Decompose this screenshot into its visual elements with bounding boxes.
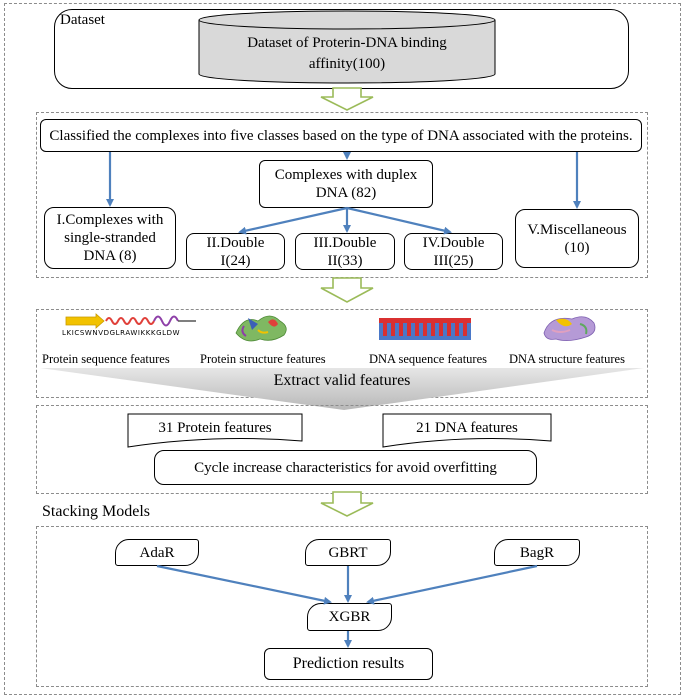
single-line3: DNA (8) [83,248,137,264]
single-line2: single-stranded [64,230,156,246]
adar-model-node: AdaR [115,539,199,566]
classification-header-box: Classified the complexes into five class… [40,119,642,152]
double2-line1: III.Double [313,234,377,251]
extract-valid-features-label: Extract valid features [273,372,411,389]
dna-features-count: 21 DNA features [416,420,518,436]
double-one-node: II.Double I(24) [186,233,285,270]
double-three-node: IV.Double III(25) [404,233,503,270]
single-line1: I.Complexes with [56,212,164,228]
dataset-cylinder-text-line1: Dataset of Proterin-DNA binding [247,35,447,51]
xgbr-label: XGBR [328,609,371,625]
double3-line1: IV.Double [422,234,485,251]
duplex-line1: Complexes with duplex [274,167,418,183]
adar-label: AdaR [139,544,175,561]
double1-line1: II.Double [206,234,265,251]
protein-sequence-caption: Protein sequence features [42,352,170,366]
misc-line2: (10) [564,239,590,256]
double3-line2: III(25) [433,252,474,269]
dna-structure-caption: DNA structure features [509,352,625,366]
bagr-label: BagR [519,544,555,561]
stacking-panel [36,526,648,687]
outer-frame [4,3,681,695]
dataset-section-label: Dataset [60,12,105,28]
protein-sequence-letters: LKICSWNVDGLRAWIKKKGLDW [62,329,181,337]
dataset-cylinder-text-line2: affinity(100) [308,56,386,72]
stacking-section-label: Stacking Models [42,503,150,520]
dna-sequence-caption: DNA sequence features [369,352,488,366]
double2-line2: II(33) [327,252,363,269]
prediction-results-node: Prediction results [264,648,433,680]
miscellaneous-node: V.Miscellaneous (10) [515,209,639,268]
classification-header-text: Classified the complexes into five class… [49,127,633,144]
double-two-node: III.Double II(33) [295,233,395,270]
protein-features-count: 31 Protein features [158,420,272,436]
gbrt-model-node: GBRT [305,539,391,566]
single-stranded-node: I.Complexes with single-stranded DNA (8) [44,207,176,269]
duplex-dna-node: Complexes with duplex DNA (82) [259,160,433,208]
cycle-increase-text: Cycle increase characteristics for avoid… [194,459,497,476]
xgbr-model-node: XGBR [307,603,392,631]
misc-line1: V.Miscellaneous [527,221,627,238]
cycle-increase-box: Cycle increase characteristics for avoid… [154,450,537,485]
bagr-model-node: BagR [494,539,580,566]
double1-line2: I(24) [220,252,251,269]
gbrt-label: GBRT [328,544,368,561]
prediction-results-label: Prediction results [292,655,405,673]
protein-structure-caption: Protein structure features [200,352,326,366]
duplex-line2: DNA (82) [315,185,377,201]
